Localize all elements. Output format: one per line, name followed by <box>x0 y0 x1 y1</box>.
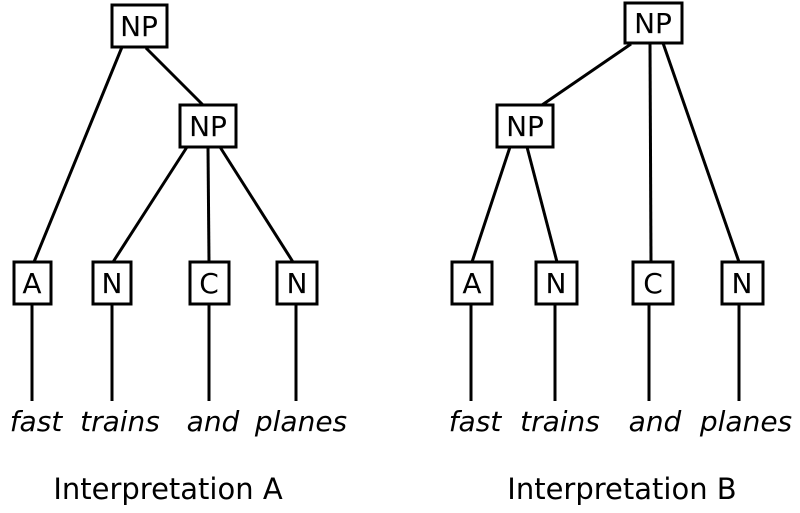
tree-a-word-fast: fast <box>10 405 64 438</box>
tree-a-leaf-c-label: C <box>199 267 219 300</box>
tree-a-leaf-n1-box <box>91 260 133 306</box>
tree-a-edge-innernp-to-n2 <box>218 146 295 263</box>
tree-a-edge-root-to-innernp <box>144 46 205 107</box>
tree-b-leaf-a-box <box>450 260 494 306</box>
tree-b-inner-np-box <box>495 103 555 149</box>
tree-a-leaf-a-label: A <box>22 267 41 300</box>
tree-b-leaf-a-label: A <box>462 267 481 300</box>
tree-b-root-np-box <box>623 1 684 45</box>
tree-a-leaf-a-box <box>12 260 53 306</box>
tree-b-word-fast: fast <box>449 405 503 438</box>
tree-a: NP NP A N C N fast trains and planes Int… <box>10 3 347 506</box>
tree-b-word-trains: trains <box>520 405 600 438</box>
tree-b-inner-label: NP <box>506 110 544 143</box>
tree-a-leaf-n2-box <box>275 260 319 306</box>
tree-b-word-and: and <box>629 405 682 438</box>
tree-b-leaf-n1-label: N <box>546 267 567 300</box>
tree-b: NP NP A N C N fast trains and planes Int… <box>449 1 792 506</box>
tree-a-inner-np-box <box>178 103 238 149</box>
tree-a-inner-label: NP <box>189 110 227 143</box>
tree-a-word-and: and <box>187 405 240 438</box>
tree-b-leaf-n2-label: N <box>732 267 753 300</box>
tree-b-leaf-n2-box <box>720 260 765 306</box>
tree-b-leaf-c-label: C <box>643 267 663 300</box>
tree-a-root-label: NP <box>120 10 158 43</box>
tree-a-leaf-n2-label: N <box>287 267 308 300</box>
tree-a-edge-root-to-a <box>32 46 124 263</box>
tree-a-word-trains: trains <box>80 405 160 438</box>
tree-b-edge-root-to-innernp <box>541 42 632 107</box>
tree-a-edge-innernp-to-c <box>206 146 211 263</box>
tree-b-edge-innernp-to-a <box>470 146 512 263</box>
tree-a-edge-innernp-to-n1 <box>111 146 189 263</box>
tree-b-word-planes: planes <box>699 405 792 438</box>
tree-b-caption: Interpretation B <box>507 472 736 506</box>
tree-b-edge-root-to-c <box>648 42 653 263</box>
tree-a-leaf-c-box <box>188 260 231 306</box>
tree-a-caption: Interpretation A <box>53 472 283 506</box>
tree-b-edge-root-to-n2 <box>661 42 741 263</box>
tree-a-leaf-n1-label: N <box>102 267 123 300</box>
tree-a-word-planes: planes <box>254 405 347 438</box>
tree-b-root-label: NP <box>634 7 672 40</box>
tree-b-leaf-n1-box <box>534 260 579 306</box>
tree-a-root-np-box <box>110 3 169 49</box>
tree-b-leaf-c-box <box>631 260 675 306</box>
tree-b-edge-innernp-to-n1 <box>525 146 559 263</box>
